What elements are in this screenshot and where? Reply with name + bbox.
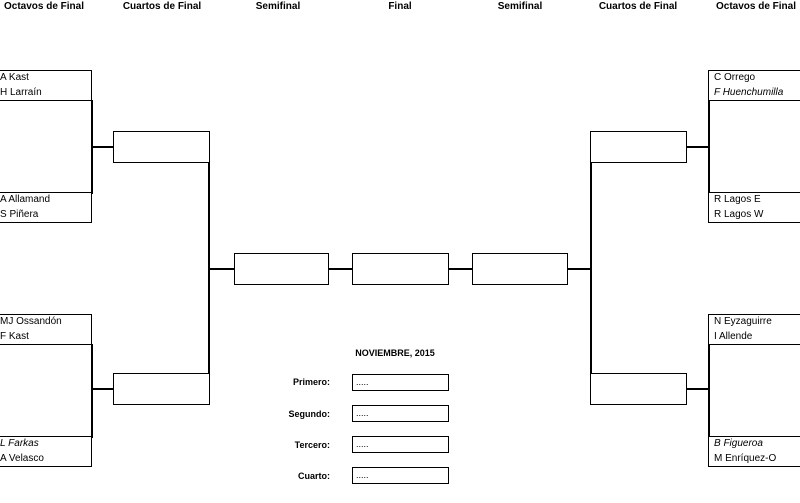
left-octavos-box-1 <box>0 70 92 101</box>
left-octavos-box-3 <box>0 314 92 345</box>
player-name: M Enríquez-O <box>714 453 777 464</box>
player-name: A Kast <box>0 72 29 83</box>
final-box <box>352 253 449 285</box>
right-cuartos-box-1 <box>590 131 687 163</box>
place-input-first[interactable]: ..... <box>352 374 449 391</box>
podium-title: NOVIEMBRE, 2015 <box>355 348 435 358</box>
left-octavos-box-4 <box>0 436 92 467</box>
player-name: R Lagos E <box>714 194 761 205</box>
player-name: N Eyzaguirre <box>714 316 772 327</box>
player-name: B Figueroa <box>714 438 763 449</box>
left-octavos-box-2 <box>0 192 92 223</box>
player-name: A Allamand <box>0 194 51 205</box>
player-name: H Larraín <box>0 87 42 98</box>
bracket-line <box>91 388 113 390</box>
right-cuartos-box-2 <box>590 373 687 405</box>
bracket-line <box>687 388 710 390</box>
bracket-line <box>91 146 113 148</box>
right-octavos-box-2 <box>708 192 800 223</box>
bracket-line <box>91 344 93 438</box>
place-label-second: Segundo: <box>288 409 331 419</box>
player-name: A Velasco <box>0 453 44 464</box>
bracket-line <box>708 344 710 438</box>
left-semifinal-box <box>234 253 329 285</box>
right-octavos-box-3 <box>708 314 800 345</box>
bracket-line <box>568 268 592 270</box>
header-right-octavos: Octavos de Final <box>715 1 797 12</box>
player-name: F Huenchumilla <box>714 87 784 98</box>
place-input-second[interactable]: ..... <box>352 405 449 422</box>
player-name: I Allende <box>714 331 753 342</box>
bracket-line <box>329 268 352 270</box>
player-name: L Farkas <box>0 438 39 449</box>
header-left-semifinal: Semifinal <box>255 1 301 12</box>
right-octavos-box-1 <box>708 70 800 101</box>
header-left-cuartos: Cuartos de Final <box>122 1 202 12</box>
left-cuartos-box-1 <box>113 131 210 163</box>
header-right-cuartos: Cuartos de Final <box>598 1 678 12</box>
player-name: S Piñera <box>0 209 39 220</box>
bracket-line <box>708 100 710 194</box>
header-left-octavos: Octavos de Final <box>3 1 85 12</box>
bracket-line <box>687 146 710 148</box>
place-label-fourth: Cuarto: <box>298 471 330 481</box>
header-right-semifinal: Semifinal <box>497 1 543 12</box>
bracket-line <box>590 162 592 374</box>
header-final: Final <box>388 1 412 12</box>
player-name: MJ Ossandón <box>0 316 62 327</box>
place-input-third[interactable]: ..... <box>352 436 449 453</box>
bracket-line <box>208 268 234 270</box>
right-octavos-box-4 <box>708 436 800 467</box>
player-name: C Orrego <box>714 72 756 83</box>
player-name: F Kast <box>0 331 29 342</box>
left-cuartos-box-2 <box>113 373 210 405</box>
place-input-fourth[interactable]: ..... <box>352 467 449 484</box>
player-name: R Lagos W <box>714 209 764 220</box>
place-label-first: Primero: <box>292 377 330 387</box>
bracket-line <box>449 268 472 270</box>
right-semifinal-box <box>472 253 568 285</box>
place-label-third: Tercero: <box>294 440 330 450</box>
